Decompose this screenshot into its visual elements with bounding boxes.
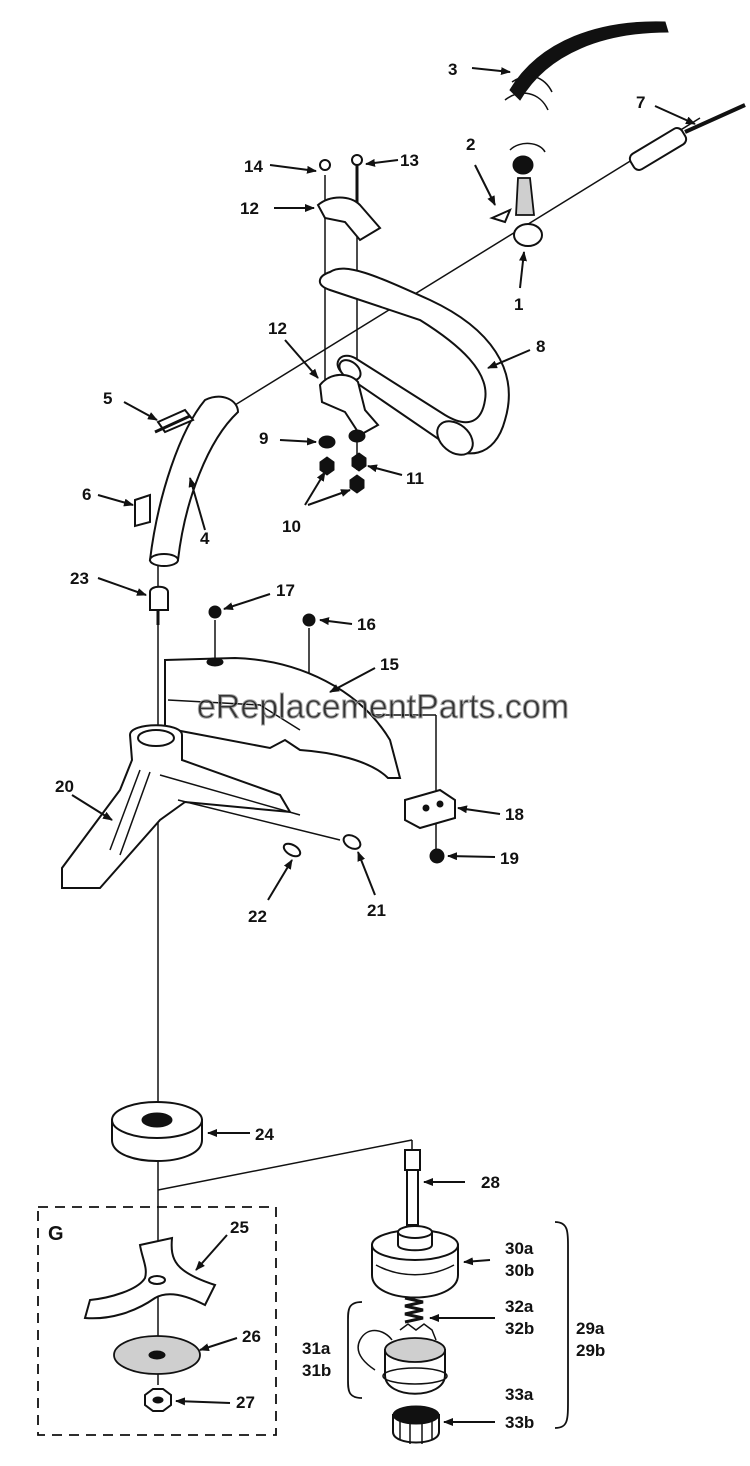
- part-8-loop-handle: [318, 267, 510, 456]
- callout-28: 28: [481, 1173, 500, 1192]
- callout-12-upper: 12: [240, 199, 259, 218]
- part-21-22-bolts: [282, 834, 362, 858]
- part-24-collar: [111, 1101, 203, 1162]
- callout-20: 20: [55, 777, 74, 796]
- callout-29b: 29b: [576, 1341, 605, 1360]
- callout-32a: 32a: [505, 1297, 534, 1316]
- part-23-connector: [149, 585, 169, 625]
- callout-30a: 30a: [505, 1239, 534, 1258]
- watermark: eReplacementParts.com: [197, 688, 569, 726]
- callout-1: 1: [514, 295, 523, 314]
- callout-14: 14: [244, 157, 263, 176]
- callout-25: 25: [230, 1218, 249, 1237]
- callout-23: 23: [70, 569, 89, 588]
- callout-3: 3: [448, 60, 457, 79]
- nuts-and-washers: [318, 429, 367, 494]
- part-30-spool-top: [371, 1225, 459, 1299]
- callout-27: 27: [236, 1393, 255, 1412]
- callout-31b: 31b: [302, 1361, 331, 1380]
- part-5-6-clips: [134, 408, 195, 528]
- part-31-spool: [357, 1323, 448, 1395]
- callout-11: 11: [406, 469, 424, 488]
- bracket-31: [347, 1301, 363, 1399]
- callout-7: 7: [636, 93, 645, 112]
- callout-24: 24: [255, 1125, 274, 1144]
- callout-33a: 33a: [505, 1385, 534, 1404]
- callout-22: 22: [248, 907, 267, 926]
- part-1-2-trigger: [489, 142, 546, 247]
- group-g-label: G: [48, 1223, 64, 1245]
- part-28-bolt: [404, 1149, 421, 1226]
- callout-17: 17: [276, 581, 295, 600]
- callout-19: 19: [500, 849, 519, 868]
- part-18-19-bracket-nut: [404, 788, 456, 864]
- callout-18: 18: [505, 805, 524, 824]
- callout-31a: 31a: [302, 1339, 331, 1358]
- callout-33b: 33b: [505, 1413, 534, 1432]
- callout-4: 4: [200, 529, 210, 548]
- callout-15: 15: [380, 655, 399, 674]
- callout-arrows: [71, 67, 696, 1426]
- callout-5: 5: [103, 389, 112, 408]
- callout-12-lower: 12: [268, 319, 287, 338]
- part-7-throttle-cable: [628, 103, 746, 171]
- part-26-washer: [113, 1335, 201, 1375]
- part-33-knob: [392, 1405, 440, 1444]
- callout-9: 9: [259, 429, 268, 448]
- callout-16: 16: [357, 615, 376, 634]
- part-15-guard-shield: [164, 656, 402, 779]
- callout-8: 8: [536, 337, 545, 356]
- handle-clamp-hardware: [316, 154, 382, 437]
- callout-13: 13: [400, 151, 419, 170]
- part-32-spring: [404, 1296, 424, 1324]
- callout-26: 26: [242, 1327, 261, 1346]
- callout-6: 6: [82, 485, 91, 504]
- callout-29a: 29a: [576, 1319, 605, 1338]
- part-16-17-screws: [208, 605, 316, 627]
- part-20-housing: [61, 724, 341, 889]
- part-27-nut: [144, 1388, 172, 1412]
- callout-32b: 32b: [505, 1319, 534, 1338]
- callout-21: 21: [367, 901, 386, 920]
- group-g-box: [37, 1206, 277, 1436]
- callout-10: 10: [282, 517, 301, 536]
- part-3-cable-strap: [504, 21, 669, 111]
- callout-30b: 30b: [505, 1261, 534, 1280]
- callout-labels: 1 2 3 7 8 9 10 11 12 12 13 14 5 6 4 23 1…: [48, 60, 645, 1432]
- bracket-29: [554, 1221, 569, 1429]
- callout-2: 2: [466, 135, 475, 154]
- part-25-blade: [83, 1236, 217, 1320]
